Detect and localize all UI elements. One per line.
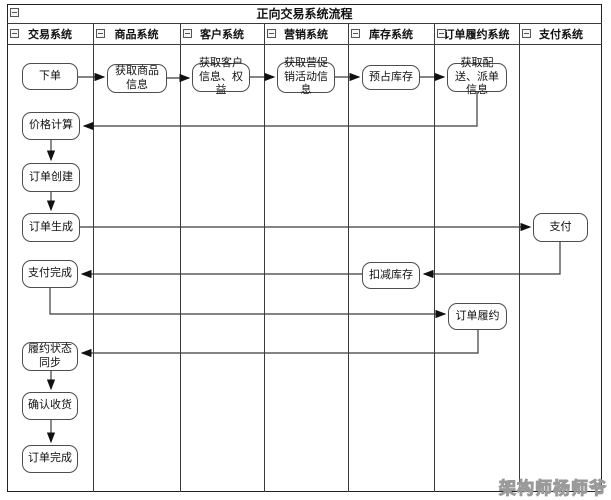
collapse-icon[interactable] — [10, 8, 19, 17]
diagram-frame — [7, 4, 602, 492]
lane-separator — [348, 23, 349, 492]
lane-label: 订单履约系统 — [443, 28, 510, 41]
collapse-icon[interactable] — [96, 29, 105, 38]
node-order-create[interactable]: 订单创建 — [22, 163, 80, 192]
lane-label: 商品系统 — [114, 28, 159, 41]
node-payment-complete[interactable]: 支付完成 — [22, 260, 78, 288]
lane-header-fulfillment[interactable]: 订单履约系统 — [434, 23, 519, 44]
diagram-title-bar[interactable]: 正向交易系统流程 — [7, 4, 602, 23]
lane-header-trade[interactable]: 交易系统 — [7, 23, 93, 44]
node-price-calculation[interactable]: 价格计算 — [22, 112, 80, 140]
node-get-delivery-info[interactable]: 获取配送、派单信息 — [447, 57, 507, 96]
node-order-complete[interactable]: 订单完成 — [22, 445, 78, 473]
lane-separator — [434, 23, 435, 492]
lane-header-marketing[interactable]: 营销系统 — [264, 23, 348, 44]
lane-separator — [264, 23, 265, 492]
collapse-icon[interactable] — [267, 29, 276, 38]
node-reserve-inventory[interactable]: 预占库存 — [362, 65, 420, 90]
title-divider — [7, 23, 602, 24]
lane-label: 客户系统 — [200, 28, 244, 41]
collapse-icon[interactable] — [10, 29, 19, 38]
node-pay[interactable]: 支付 — [533, 213, 588, 242]
lane-header-inventory[interactable]: 库存系统 — [348, 23, 434, 44]
node-get-product-info[interactable]: 获取商品信息 — [107, 64, 167, 93]
lane-header-payment[interactable]: 支付系统 — [519, 23, 603, 44]
lane-label: 营销系统 — [284, 28, 328, 41]
lane-label: 支付系统 — [539, 28, 583, 41]
node-get-promo-info[interactable]: 获取营促销活动信息 — [277, 57, 335, 96]
collapse-icon[interactable] — [437, 29, 446, 38]
lane-separator — [180, 23, 181, 492]
node-order-generate[interactable]: 订单生成 — [22, 213, 80, 242]
node-confirm-receipt[interactable]: 确认收货 — [22, 392, 78, 420]
collapse-icon[interactable] — [522, 29, 531, 38]
node-order-fulfillment[interactable]: 订单履约 — [448, 303, 507, 330]
collapse-icon[interactable] — [351, 29, 360, 38]
node-deduct-inventory[interactable]: 扣减库存 — [362, 262, 420, 289]
node-fulfillment-status-sync[interactable]: 履约状态同步 — [22, 342, 78, 371]
lane-label: 库存系统 — [369, 28, 413, 41]
lane-header-product[interactable]: 商品系统 — [93, 23, 180, 44]
watermark: 架构师杨师爷 — [499, 479, 607, 499]
header-divider — [7, 44, 602, 45]
lane-separator — [93, 23, 94, 492]
lane-label: 交易系统 — [28, 28, 72, 41]
lane-header-customer[interactable]: 客户系统 — [180, 23, 264, 44]
collapse-icon[interactable] — [183, 29, 192, 38]
diagram-title: 正向交易系统流程 — [256, 7, 353, 21]
node-place-order[interactable]: 下单 — [22, 63, 78, 90]
lane-separator — [519, 23, 520, 492]
node-get-customer-info[interactable]: 获取客户信息、权益 — [192, 57, 250, 96]
